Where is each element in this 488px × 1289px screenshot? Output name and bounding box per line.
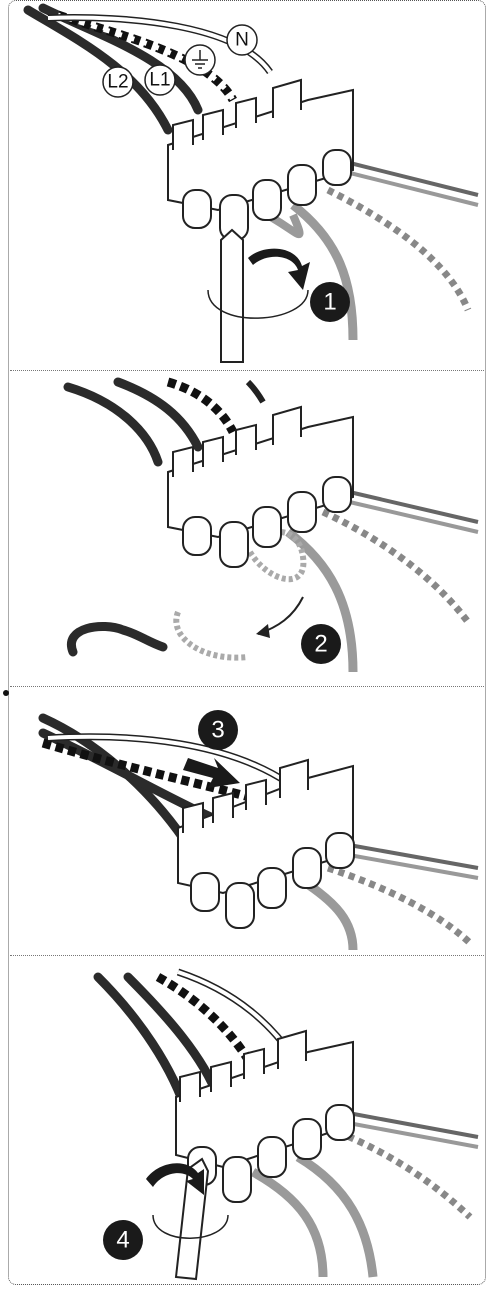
panel-step-4: 4 [8, 957, 486, 1282]
label-l1: L1 [149, 70, 170, 91]
step-1-illustration: L2 L1 N 1 [23, 3, 479, 363]
diagram-frame [8, 0, 486, 1285]
wire-out-grey [290, 201, 358, 341]
insert-arrow-icon [183, 758, 240, 788]
wire-l2 [23, 5, 173, 135]
label-l1-badge [144, 64, 176, 96]
step-number-2: 2 [314, 631, 327, 658]
label-n-badge [226, 24, 258, 56]
jumper-wire-removed [66, 622, 168, 657]
step-4-illustration: 4 [93, 968, 479, 1281]
panel-divider [10, 370, 484, 371]
label-n: N [235, 30, 249, 51]
step-3-illustration: 3 [38, 710, 479, 951]
label-l2-badge [102, 66, 134, 98]
label-l2: L2 [107, 72, 128, 93]
step-marker-2 [301, 624, 341, 664]
panel-divider [10, 955, 484, 956]
step-number-4: 4 [116, 1227, 129, 1254]
panel-step-1: L2 L1 N 1 [8, 0, 486, 370]
step-2-illustration: 2 [63, 377, 479, 673]
terminal-block [177, 758, 355, 929]
panel-divider [10, 686, 484, 687]
rotation-arrow-icon [248, 248, 310, 290]
step-marker-3 [198, 710, 238, 750]
step-number-1: 1 [323, 289, 336, 316]
terminal-block [167, 78, 354, 241]
rotation-arrow-icon [146, 1163, 204, 1195]
terminal-block [167, 405, 354, 568]
jumper-wire-ghost [173, 610, 249, 661]
panel-step-2: 2 [8, 372, 486, 685]
margin-bullet [3, 690, 9, 696]
step-marker-1 [310, 282, 350, 322]
step-marker-4 [103, 1220, 143, 1260]
step-number-3: 3 [211, 717, 224, 744]
wire-out-dashed [326, 186, 472, 312]
screwdriver-icon [220, 228, 244, 363]
panel-step-3: 3 [8, 688, 486, 953]
